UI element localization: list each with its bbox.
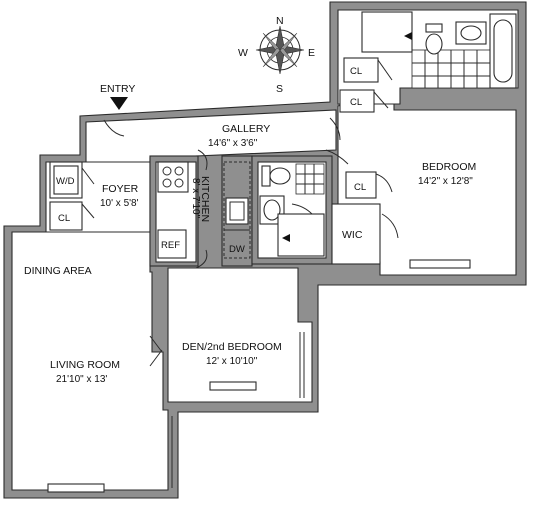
- hall-toilet-bowl: [269, 167, 291, 185]
- bedroom-closet: [345, 171, 377, 199]
- compass-west: W: [238, 47, 248, 59]
- bedroom-closet-label: CL: [354, 182, 366, 193]
- foyer-dims: 10' x 5'8': [100, 198, 139, 209]
- hall-shower: [277, 213, 325, 257]
- walk-in-closet: [331, 203, 381, 265]
- gallery-dims: 14'6" x 3'6": [208, 138, 258, 149]
- compass-east: E: [308, 47, 315, 59]
- refrigerator: [157, 229, 187, 259]
- shower-stall: [361, 11, 413, 53]
- bedroom-name: BEDROOM: [422, 161, 476, 173]
- closet-label-lower: CL: [350, 97, 362, 108]
- den-dims: 12' x 10'10": [206, 356, 258, 367]
- shower-drain-icon: [404, 32, 412, 40]
- foyer-name: FOYER: [102, 183, 139, 195]
- stove: [157, 161, 189, 193]
- entry-arrow-icon: [110, 97, 128, 110]
- living-window: [47, 483, 105, 493]
- den-floor: [167, 267, 313, 403]
- compass-rose: N S E W: [238, 15, 315, 95]
- ref-label: REF: [161, 240, 180, 251]
- kitchen-name: KITCHEN: [199, 176, 211, 222]
- closet-upper-2: [339, 89, 375, 113]
- kitchen-sink: [225, 197, 249, 225]
- den-name: DEN/2nd BEDROOM: [182, 341, 282, 353]
- living-dims: 21'10" x 13': [56, 374, 107, 385]
- toilet-tank: [425, 23, 443, 33]
- wd-label: W/D: [56, 176, 75, 187]
- toilet-bowl: [425, 33, 443, 55]
- hall-shower-drain-icon: [282, 234, 290, 242]
- kitchen-dims: 8' x 7'10": [190, 178, 201, 219]
- hall-toilet-tank: [261, 165, 271, 187]
- dw-label: DW: [229, 244, 245, 255]
- entry-label: ENTRY: [100, 83, 135, 95]
- closet-label-upper: CL: [350, 66, 362, 77]
- compass-south: S: [276, 83, 283, 95]
- wic-label: WIC: [342, 229, 363, 241]
- compass-north: N: [276, 15, 284, 27]
- hall-bath: [251, 155, 333, 265]
- living-name: LIVING ROOM: [50, 359, 120, 371]
- dining-name: DINING AREA: [24, 265, 92, 277]
- gallery-name: GALLERY: [222, 123, 270, 135]
- bedroom-dims: 14'2" x 12'8": [418, 176, 473, 187]
- foyer-closet: [49, 201, 83, 231]
- kitchen: REF DW KITCHEN 8' x 7'10": [149, 149, 253, 269]
- closet-upper-1: [343, 57, 379, 83]
- den-window: [209, 381, 257, 391]
- master-bath: [361, 11, 517, 89]
- foyer-closet-label: CL: [58, 213, 70, 224]
- bedroom-window: [409, 259, 471, 269]
